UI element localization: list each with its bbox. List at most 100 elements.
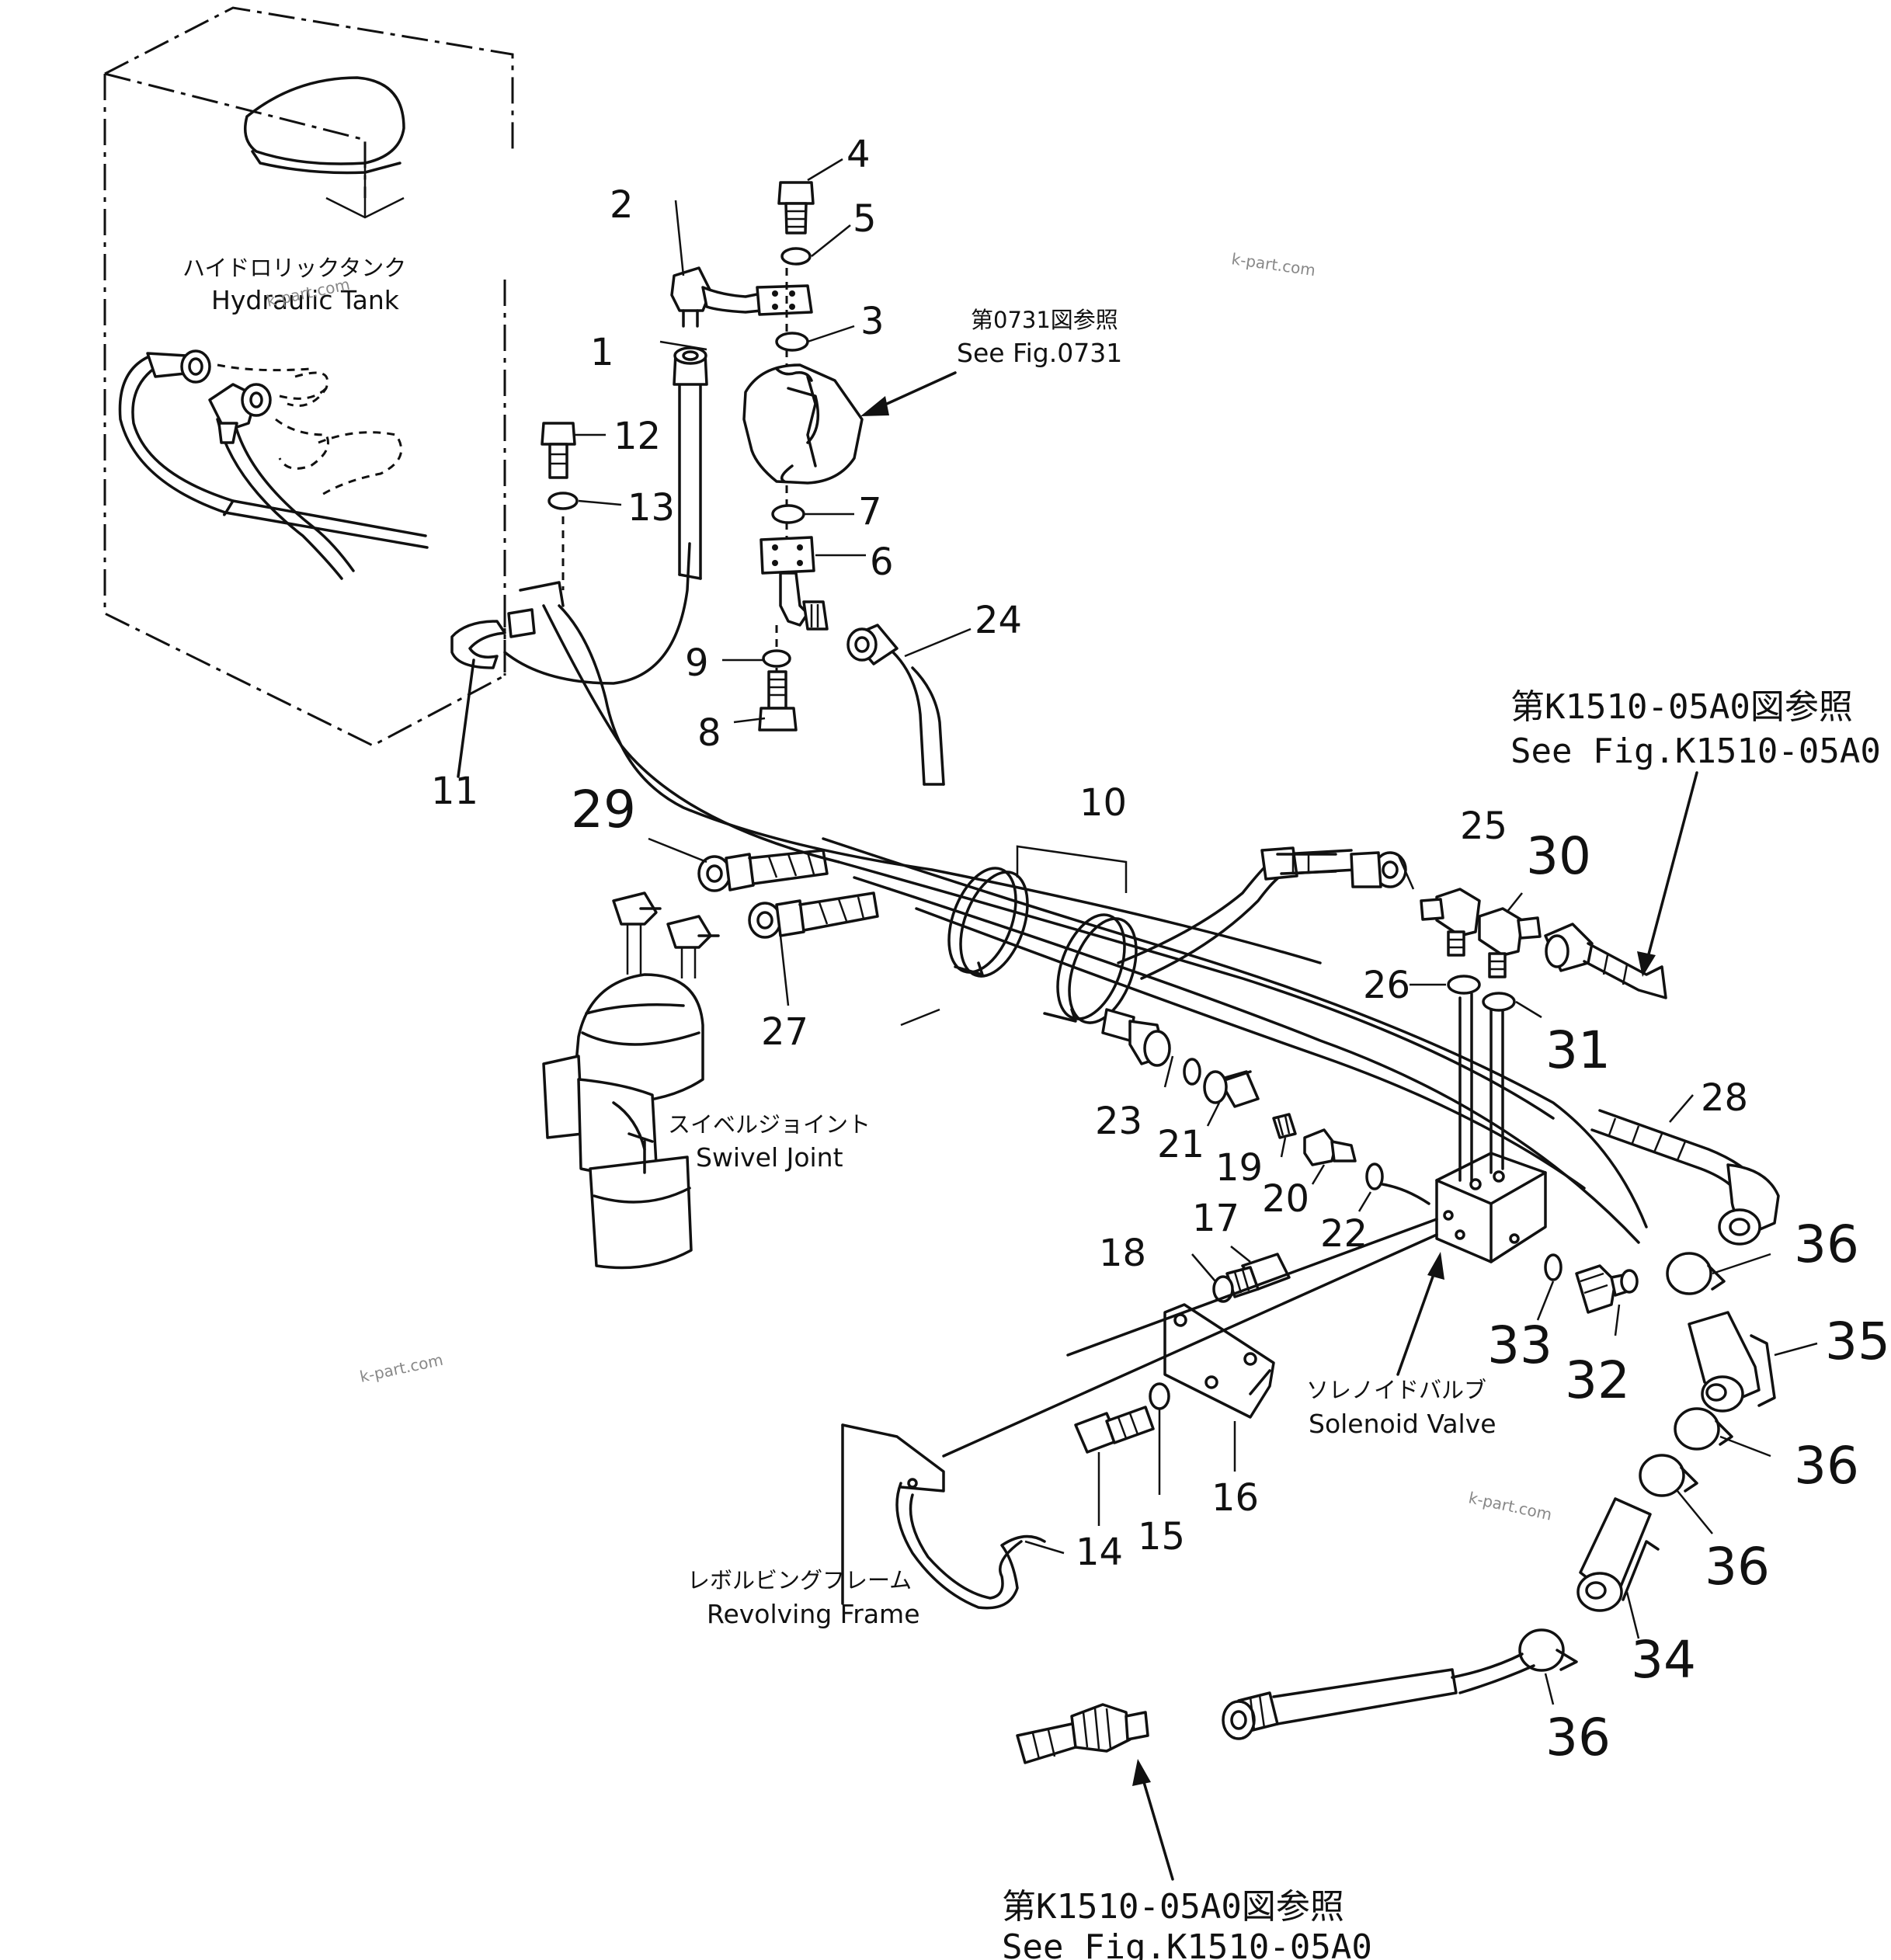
watermark: k-part.com bbox=[1467, 1488, 1554, 1524]
part-number: 16 bbox=[1211, 1476, 1259, 1520]
part-27-hose bbox=[748, 891, 879, 939]
part-8-bolt bbox=[758, 670, 798, 732]
revolving-frame-label-jp: レボルビングフレーム bbox=[687, 1567, 912, 1593]
ref-bottom-label: See Fig.K1510-05A0 bbox=[1002, 1927, 1372, 1960]
solenoid-valve-label-jp: ソレノイドバルブ bbox=[1306, 1377, 1486, 1403]
swivel-joint-label-jp: スイベルジョイント bbox=[668, 1111, 871, 1138]
part-number: 33 bbox=[1487, 1315, 1552, 1375]
watermark: k-part.com bbox=[1230, 249, 1316, 280]
part-number: 12 bbox=[614, 415, 661, 458]
main-hose-run bbox=[503, 542, 1648, 1244]
part-31-oring bbox=[1482, 992, 1516, 1012]
revolving-frame-label: Revolving Frame bbox=[707, 1599, 920, 1629]
part-number: 8 bbox=[697, 711, 721, 755]
part-number: 13 bbox=[627, 486, 675, 530]
hose-to-25 bbox=[1117, 846, 1407, 980]
part-number: 36 bbox=[1794, 1215, 1859, 1274]
plate-16 bbox=[1163, 1303, 1275, 1419]
part-30-elbow bbox=[1478, 907, 1542, 978]
part-4-bolt bbox=[777, 181, 815, 235]
band-36d bbox=[1518, 1628, 1578, 1672]
fitting-chain bbox=[1101, 1008, 1384, 1190]
hydraulic-tank-label: Hydraulic Tank bbox=[211, 285, 400, 315]
part-number: 18 bbox=[1099, 1232, 1146, 1275]
band-36b bbox=[1674, 1407, 1733, 1451]
part-number: 6 bbox=[870, 540, 894, 584]
part-number: 36 bbox=[1794, 1436, 1859, 1496]
part-2-elbow-flange bbox=[670, 266, 813, 328]
swivel-joint bbox=[542, 891, 720, 1270]
part-number: 25 bbox=[1460, 805, 1507, 848]
band-36a bbox=[1666, 1252, 1726, 1295]
part-17-bolt bbox=[1225, 1253, 1291, 1298]
hydraulic-tank bbox=[103, 6, 514, 747]
part-9-washer bbox=[762, 649, 791, 668]
hydraulic-tank-label-jp: ハイドロリックタンク bbox=[182, 255, 406, 281]
part-number: 30 bbox=[1526, 826, 1591, 886]
part-number: 28 bbox=[1701, 1076, 1748, 1120]
solenoid-valve bbox=[1381, 992, 1547, 1263]
part-26-oring bbox=[1447, 975, 1481, 995]
ref-top-label: See Fig.K1510-05A0 bbox=[1510, 732, 1881, 771]
clip-11 bbox=[450, 581, 565, 778]
part-1-hose bbox=[673, 346, 708, 580]
swivel-joint-label: Swivel Joint bbox=[696, 1142, 843, 1173]
part-6-flange-elbow bbox=[760, 536, 829, 631]
part-number: 27 bbox=[761, 1010, 808, 1054]
part-25-elbow bbox=[1420, 888, 1481, 957]
part-number: 26 bbox=[1363, 964, 1410, 1007]
part-28-hose bbox=[1590, 1109, 1780, 1246]
part-34-sleeve bbox=[1576, 1497, 1660, 1612]
part-29-hose bbox=[697, 849, 829, 892]
part-33-oring bbox=[1544, 1253, 1563, 1281]
part-12-bolt bbox=[541, 422, 576, 479]
revolving-frame bbox=[841, 1218, 1438, 1610]
part-number: 15 bbox=[1138, 1515, 1185, 1559]
part-5-washer bbox=[780, 247, 812, 266]
part-number: 34 bbox=[1631, 1630, 1696, 1690]
part-number: 14 bbox=[1076, 1531, 1123, 1574]
reference-arrows bbox=[860, 371, 1698, 1881]
part-15-washer bbox=[1149, 1382, 1170, 1410]
part-number: 5 bbox=[853, 197, 877, 241]
band-36c bbox=[1639, 1454, 1698, 1497]
part-number: 19 bbox=[1215, 1146, 1263, 1190]
part-7-oring bbox=[771, 504, 805, 524]
part-number: 10 bbox=[1079, 781, 1127, 825]
part-32-elbow bbox=[1575, 1264, 1639, 1314]
part-13-washer bbox=[547, 492, 579, 510]
part-number: 2 bbox=[610, 183, 634, 227]
hose-right-ref bbox=[1544, 923, 1667, 999]
part-number: 1 bbox=[590, 331, 614, 374]
part-24-hose bbox=[846, 624, 945, 786]
fig0731-label-jp: 第0731図参照 bbox=[971, 307, 1118, 333]
solenoid-valve-label: Solenoid Valve bbox=[1309, 1409, 1496, 1439]
part-number: 20 bbox=[1262, 1177, 1309, 1221]
fig0731-label: See Fig.0731 bbox=[957, 338, 1122, 368]
part-14-bolt bbox=[1074, 1406, 1155, 1454]
leader-lines bbox=[575, 158, 1818, 1705]
part-number: 11 bbox=[431, 770, 478, 813]
coupler-bottom bbox=[1016, 1703, 1149, 1764]
part-number: 31 bbox=[1545, 1020, 1611, 1080]
part-number: 3 bbox=[860, 300, 885, 343]
part-number: 21 bbox=[1157, 1123, 1204, 1166]
part-number: 36 bbox=[1545, 1708, 1611, 1767]
part-number: 4 bbox=[846, 133, 871, 176]
part-number: 32 bbox=[1565, 1350, 1630, 1410]
part-3-oring bbox=[775, 332, 809, 352]
valve-0731 bbox=[742, 363, 864, 485]
watermark: k-part.com bbox=[358, 1350, 445, 1386]
tank-hoses bbox=[118, 349, 429, 580]
lower-hose bbox=[1222, 1652, 1535, 1740]
clamp-10 bbox=[947, 845, 1138, 1024]
part-number: 22 bbox=[1320, 1212, 1368, 1256]
part-number: 36 bbox=[1705, 1537, 1770, 1597]
part-number: 29 bbox=[571, 780, 636, 839]
part-number: 35 bbox=[1825, 1312, 1890, 1371]
part-35-sleeve bbox=[1688, 1311, 1776, 1413]
ref-bottom-label-jp: 第K1510-05A0図参照 bbox=[1002, 1887, 1344, 1927]
part-number: 7 bbox=[858, 490, 882, 533]
part-number: 23 bbox=[1095, 1100, 1142, 1143]
